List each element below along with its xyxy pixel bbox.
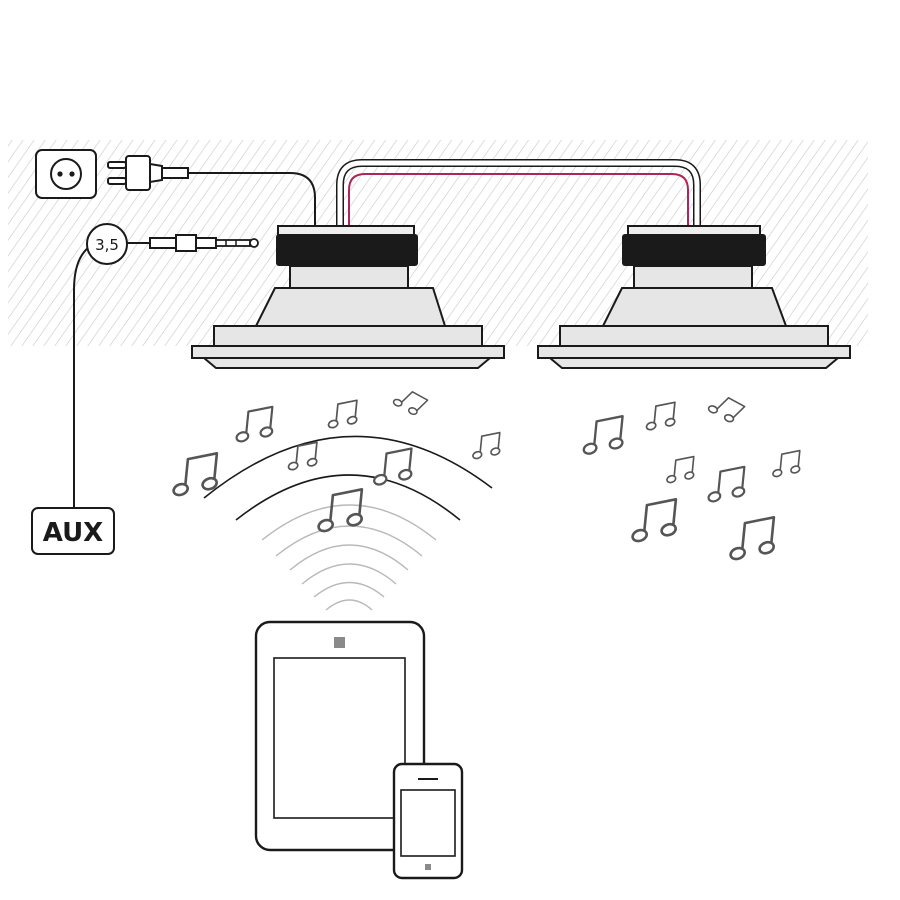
tablet-icon: [254, 620, 426, 852]
music-note-icon: [326, 399, 359, 430]
music-note-icon: [771, 449, 802, 479]
smartphone-icon: [392, 762, 464, 880]
ceiling-speaker-left: [191, 225, 505, 369]
music-note-icon: [170, 451, 220, 499]
bluetooth-signal-waves: [203, 435, 493, 611]
music-note-icon: [471, 431, 502, 461]
music-note-icon: [727, 515, 777, 563]
music-note-icon: [390, 382, 429, 421]
aux-input-box: AUX: [31, 507, 115, 555]
music-note-icon: [706, 465, 747, 504]
aux-label: AUX: [43, 518, 103, 548]
jack-size-label: 3,5: [95, 236, 119, 254]
power-outlet-icon: [35, 149, 97, 199]
music-note-icon: [234, 405, 275, 444]
ceiling-speaker-right: [537, 225, 851, 369]
music-note-icon: [705, 387, 747, 429]
music-note-icon: [644, 401, 677, 432]
speaker-link-signal: [348, 173, 689, 228]
music-note-icon: [581, 415, 625, 457]
music-note-icon: [665, 455, 696, 485]
music-notes: [170, 382, 802, 563]
music-note-icon: [371, 447, 414, 488]
jack-size-badge: 3,5: [86, 223, 128, 265]
power-plug-icon: [107, 155, 189, 191]
audio-jack-icon: [127, 234, 259, 252]
power-cable: [188, 172, 316, 232]
music-note-icon: [629, 497, 679, 545]
